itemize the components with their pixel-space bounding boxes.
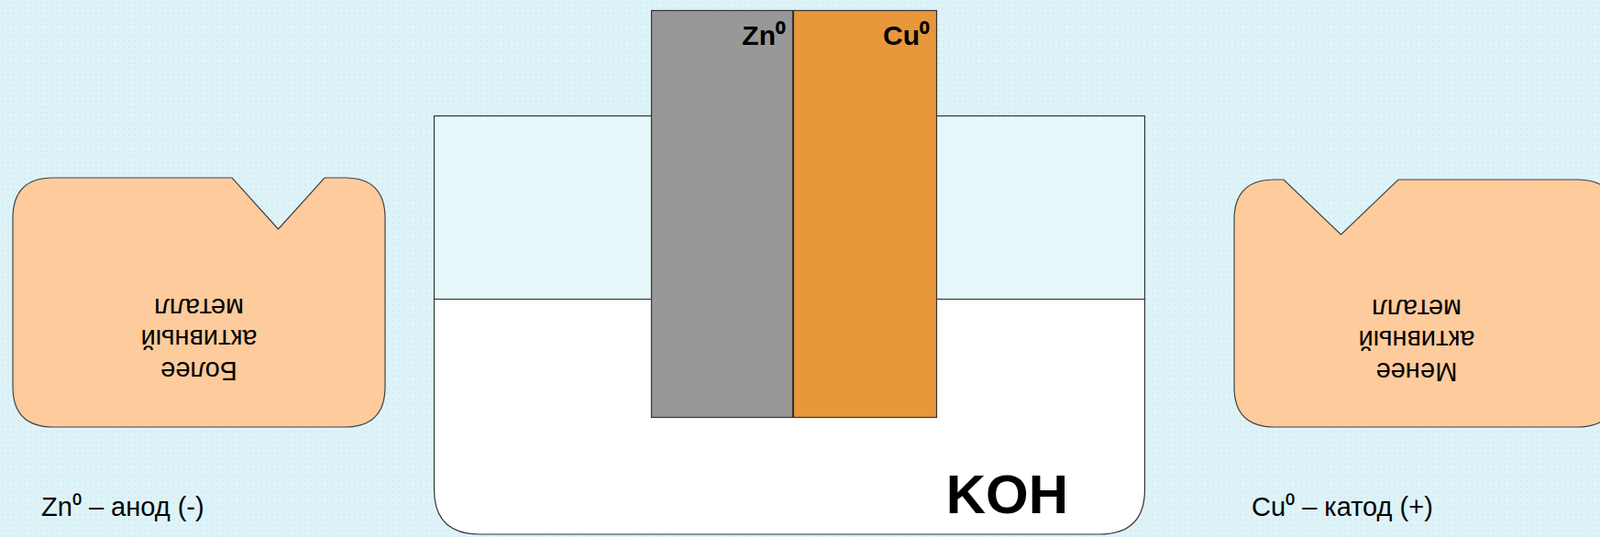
electrolyte-label: KOH [946, 463, 1069, 527]
callout-box: Менее активный металл [1233, 178, 1600, 429]
zinc-plate: Zn⁰ [651, 10, 794, 419]
copper-plate: Cu⁰ [793, 10, 938, 419]
callout-box: Более активный металл [11, 176, 387, 429]
callout-text: Менее активный металл [1233, 261, 1600, 420]
electrode-role: Zn⁰ – анод (-) [41, 487, 205, 524]
electrode-label: Cu⁰ [882, 15, 930, 54]
electrode-role: Cu⁰ – катод (+) [1251, 487, 1434, 524]
electrode-plate [794, 11, 938, 419]
beaker-upper [434, 116, 1146, 300]
callout-shape [1234, 179, 1600, 428]
zinc-plate-outline [651, 10, 794, 419]
callout-text: Более активный металл [11, 259, 387, 420]
electrode-plate [651, 11, 794, 419]
electrode-label: Zn⁰ [741, 15, 786, 54]
callout-shape [12, 177, 386, 428]
electrolyte [434, 299, 1146, 536]
copper-plate-outline [793, 10, 938, 419]
